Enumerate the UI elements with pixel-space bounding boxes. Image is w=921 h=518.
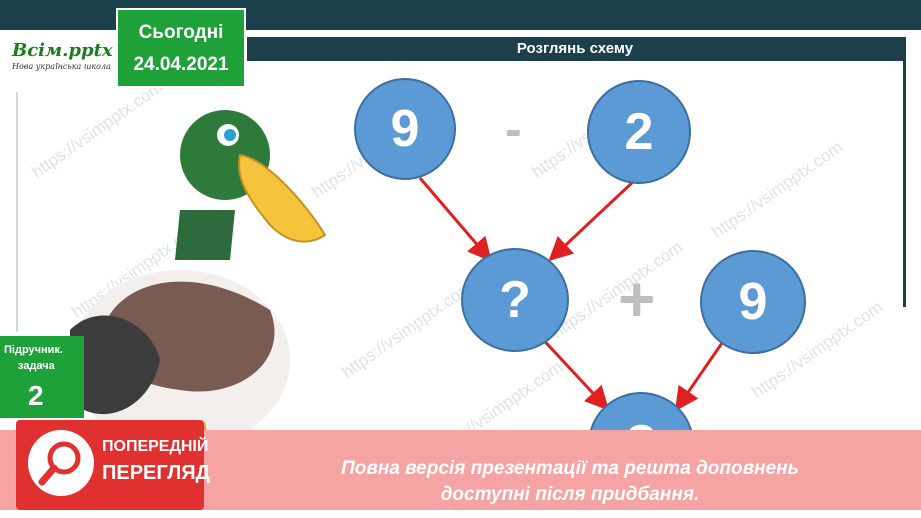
task-number: 2 [28,380,44,411]
preview-subtitle: ПЕРЕГЛЯД [102,462,210,484]
circle-top-left: 9 [354,78,456,180]
duck-neck [175,210,235,260]
date-badge: Сьогодні 24.04.2021 [116,8,246,88]
search-icon [28,430,94,496]
right-decor-strip [903,37,921,307]
duck-eye-white-right [272,142,284,154]
notice-line: Повна версія презентації та решта доповн… [341,458,799,479]
slide-title: Розглянь схему [247,37,903,61]
arrow-9-to-result [418,177,492,262]
duck-eye [224,129,236,141]
date-value: 24.04.2021 [133,54,229,75]
circle-value: 2 [624,103,654,161]
circle-value: 9 [738,273,768,331]
task-badge-sublabel: задача [18,360,55,372]
minus-operator: - [505,101,522,157]
date-label: Сьогодні [138,22,224,43]
purchase-notice: Повна версія презентації та решта доповн… [260,456,880,508]
circle-mid-right: 9 [700,250,806,354]
duck-illustration [70,110,327,472]
notice-line: доступні після придбання. [440,484,700,505]
task-badge-label: Підручник. [4,344,63,356]
logo[interactable]: Всім.pptx Нова українська школа [10,40,120,80]
plus-operator: + [618,263,656,335]
circle-top-right: 2 [587,80,691,184]
arrow-mid-to-bottom [535,331,610,411]
logo-title: Всім.pptx [12,40,113,61]
preview-title: ПОПЕРЕДНІЙ [102,438,209,455]
left-decor-line [16,92,18,332]
duck-wing [70,315,160,415]
duck-beak [238,153,327,243]
logo-subtitle: Нова українська школа [12,62,111,71]
arrow-2-to-result [548,178,637,262]
task-badge: Підручник. задача 2 [0,336,84,418]
preview-badge[interactable]: ПОПЕРЕДНІЙ ПЕРЕГЛЯД [16,420,210,510]
arrow-9-to-bottom [674,342,724,412]
circle-value: ? [499,271,531,329]
circle-value: 9 [390,100,420,158]
circle-mid-left: ? [461,248,569,352]
